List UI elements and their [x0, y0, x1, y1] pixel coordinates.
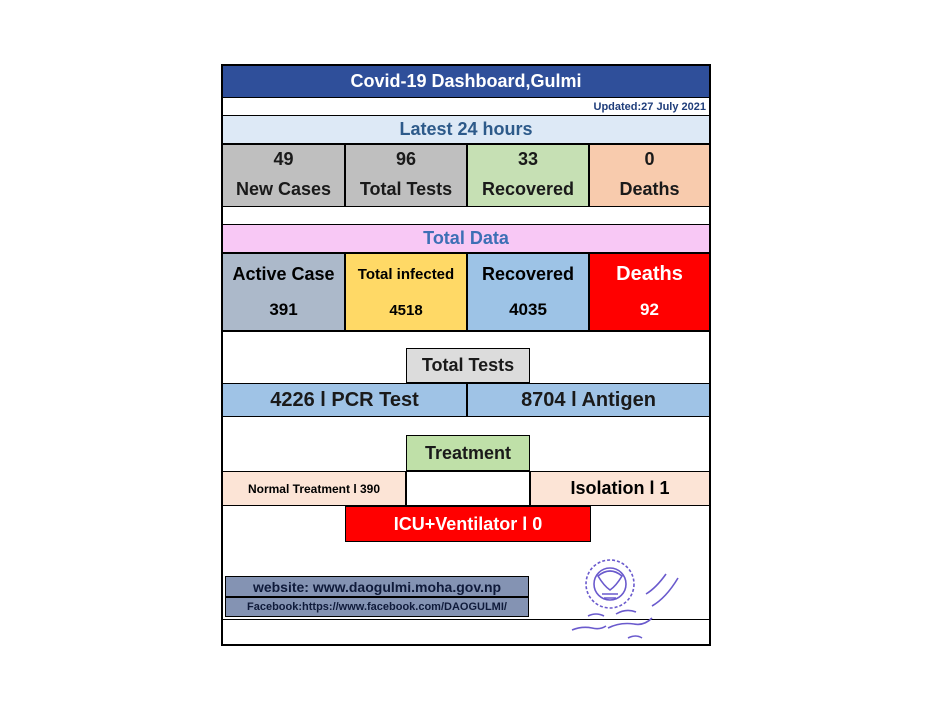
active-case-label: Active Case: [232, 263, 335, 284]
pcr-test-count: 4226 l PCR Test: [223, 383, 467, 417]
page-title: Covid-19 Dashboard,Gulmi: [223, 66, 709, 98]
active-case-value: 391: [269, 300, 298, 319]
updated-date: Updated:27 July 2021: [223, 98, 709, 116]
treatment-empty-cell: [406, 471, 530, 506]
antigen-test-count: 8704 l Antigen: [467, 383, 709, 417]
recovered-total-label: Recovered: [481, 263, 575, 284]
recovered-24h-card: 33 Recovered: [467, 144, 589, 207]
latest-24h-header: Latest 24 hours: [223, 116, 709, 144]
deaths-total-label: Deaths: [616, 262, 683, 285]
total-infected-card: Total infected 4518: [345, 253, 467, 331]
divider: [223, 207, 709, 225]
normal-treatment: Normal Treatment l 390: [223, 471, 406, 506]
isolation: Isolation l 1: [530, 471, 709, 506]
new-cases-value: 49: [273, 149, 294, 169]
dashboard-sheet: Covid-19 Dashboard,Gulmi Updated:27 July…: [221, 64, 711, 646]
seal-icon: [571, 559, 679, 639]
divider: [223, 619, 709, 620]
deaths-24h-value: 0: [644, 149, 655, 169]
recovered-total-card: Recovered 4035: [467, 253, 589, 331]
active-case-card: Active Case 391: [223, 253, 345, 331]
total-tests-header: Total Tests: [406, 348, 530, 383]
treatment-header: Treatment: [406, 435, 530, 471]
total-infected-label: Total infected: [357, 265, 455, 283]
recovered-24h-label: Recovered: [481, 179, 575, 199]
recovered-total-value: 4035: [509, 300, 547, 319]
deaths-total-card: Deaths 92: [589, 253, 709, 331]
deaths-24h-label: Deaths: [619, 179, 680, 199]
total-tests-24h-card: 96 Total Tests: [345, 144, 467, 207]
new-cases-card: 49 New Cases: [223, 144, 345, 207]
website-link[interactable]: website: www.daogulmi.moha.gov.np: [225, 576, 529, 597]
icu-ventilator: ICU+Ventilator l 0: [345, 506, 591, 542]
new-cases-label: New Cases: [235, 179, 332, 199]
total-tests-24h-value: 96: [395, 149, 417, 169]
deaths-24h-card: 0 Deaths: [589, 144, 709, 207]
total-infected-value: 4518: [389, 301, 423, 319]
divider: [223, 331, 709, 332]
official-seal-stamp: [568, 554, 688, 644]
total-data-header: Total Data: [223, 225, 709, 253]
deaths-total-value: 92: [640, 300, 659, 319]
recovered-24h-value: 33: [517, 149, 539, 169]
total-tests-24h-label: Total Tests: [359, 179, 453, 199]
facebook-link[interactable]: Facebook:https://www.facebook.com/DAOGUL…: [225, 597, 529, 617]
